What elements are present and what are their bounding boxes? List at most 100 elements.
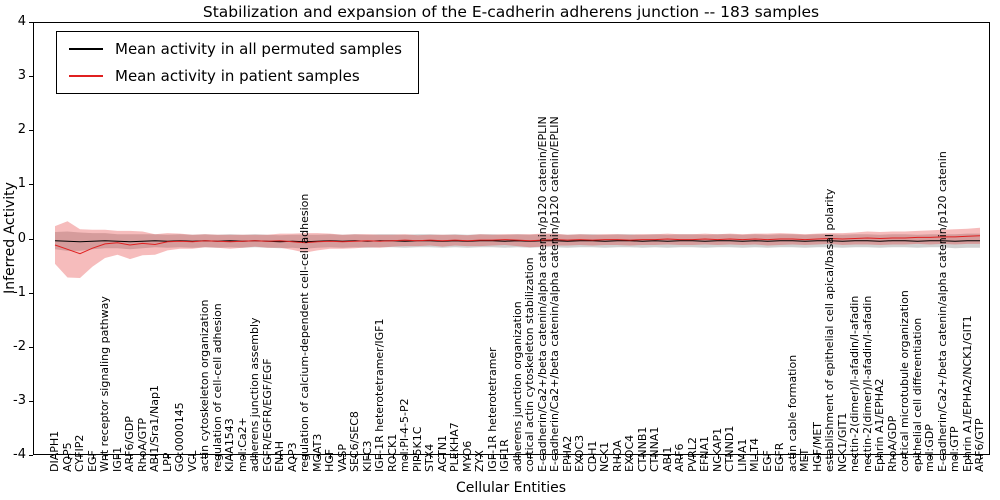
x-tick-mark	[130, 455, 131, 459]
x-tick-label: MET	[798, 448, 811, 472]
x-tick-mark	[442, 455, 444, 459]
x-tick-mark	[405, 455, 406, 459]
y-tick-mark	[29, 400, 33, 402]
x-tick-label: Ephrin A1/EPHA2	[873, 378, 886, 472]
y-tick-mark	[29, 455, 33, 456]
x-tick-label: nectin-2(dimer)/I-afadin/I-afadin	[860, 295, 874, 472]
x-tick-mark	[905, 455, 906, 459]
x-tick-label: HGF	[323, 448, 336, 472]
x-tick-mark	[642, 455, 644, 459]
x-tick-mark	[792, 455, 794, 459]
y-axis-title: Inferred Activity	[2, 182, 18, 294]
x-tick-mark	[292, 455, 294, 459]
x-tick-label: ARF6	[673, 443, 686, 473]
x-tick-mark	[930, 455, 931, 459]
x-tick-mark	[730, 455, 731, 459]
x-tick-mark	[455, 455, 456, 459]
x-tick-mark	[317, 455, 319, 459]
legend-item-permuted: Mean activity in all permuted samples	[69, 40, 402, 58]
y-tick-label: -1	[13, 284, 26, 300]
x-tick-label: nectin-2(dimer)/I-afadin/I-afadin	[848, 295, 861, 472]
x-tick-label: DIAPH1	[48, 430, 61, 472]
y-tick-label: 0	[17, 230, 26, 246]
x-tick-mark	[67, 455, 69, 459]
legend: Mean activity in all permuted samples Me…	[56, 31, 419, 94]
x-tick-label: CTNNA1	[648, 426, 661, 472]
x-tick-mark	[380, 455, 381, 459]
x-tick-label: cortical microtubule organization	[898, 290, 911, 472]
x-tick-mark	[867, 455, 869, 459]
x-tick-label: SEC6/SEC8	[348, 411, 361, 472]
x-tick-mark	[505, 455, 506, 459]
x-tick-mark	[230, 455, 231, 459]
x-tick-mark	[142, 455, 144, 459]
x-tick-mark	[680, 455, 681, 459]
x-tick-mark	[105, 455, 106, 459]
y-tick-label: -3	[13, 392, 26, 408]
y-tick-mark	[29, 346, 33, 348]
x-tick-mark	[205, 455, 206, 459]
x-tick-label: adherens junction assembly	[248, 317, 261, 472]
x-tick-label: HGF/MET	[810, 422, 824, 472]
legend-item-patient: Mean activity in patient samples	[69, 67, 402, 85]
x-tick-label: Wnt receptor signaling pathway	[98, 296, 111, 472]
x-tick-label: IGF1R	[498, 439, 511, 472]
x-tick-mark	[492, 455, 494, 459]
x-tick-mark	[780, 455, 781, 459]
x-tick-label: RHOA	[610, 440, 624, 472]
x-tick-mark	[242, 455, 244, 459]
x-tick-label: LIMA1	[735, 438, 749, 472]
x-tick-label: EPHA2	[560, 435, 574, 472]
x-tick-label: establishment of epithelial cell apical/…	[823, 188, 836, 472]
x-tick-label: cortical actin cytoskeleton stabilizatio…	[523, 257, 536, 472]
x-tick-label: E-cadherin/Ca2+/beta catenin/alpha caten…	[935, 151, 949, 472]
x-tick-mark	[980, 455, 981, 459]
x-tick-label: PLEKHA7	[448, 422, 461, 472]
x-tick-mark	[180, 455, 181, 459]
y-tick-label: 4	[17, 14, 26, 29]
x-tick-mark	[742, 455, 744, 459]
x-tick-mark	[530, 455, 531, 459]
x-tick-label: CTNNB1	[635, 426, 649, 472]
x-tick-mark	[155, 455, 156, 459]
y-tick-mark	[29, 76, 33, 78]
x-tick-label: IGF-1R heterotetramer	[485, 347, 499, 472]
x-tick-mark	[280, 455, 281, 459]
x-tick-label: STX4	[423, 443, 436, 472]
x-tick-label: ARF6/GDP	[123, 416, 136, 472]
x-tick-mark	[192, 455, 194, 459]
x-tick-label: IGF-1R heterotetramer/IGF1	[373, 318, 386, 473]
x-tick-label: EGFR/EGFR/EGF/EGF	[260, 358, 274, 472]
x-tick-mark	[342, 455, 344, 459]
legend-label-permuted: Mean activity in all permuted samples	[115, 40, 402, 58]
x-tick-label: IGF1	[110, 446, 124, 472]
legend-swatch	[69, 48, 103, 50]
x-tick-mark	[805, 455, 806, 459]
x-tick-label: VASP	[335, 444, 349, 472]
x-tick-mark	[117, 455, 119, 459]
x-tick-label: CTNND1	[723, 425, 736, 472]
x-tick-mark	[167, 455, 169, 459]
x-tick-mark	[580, 455, 581, 459]
x-tick-mark	[555, 455, 556, 459]
y-tick-mark	[29, 22, 33, 23]
y-tick-mark	[29, 184, 33, 186]
x-tick-label: mol:GDP	[923, 424, 936, 472]
y-tick-label: -4	[13, 447, 26, 462]
x-tick-label: CDH1	[585, 440, 599, 472]
x-tick-label: adherens junction organization	[510, 301, 524, 472]
x-tick-label: PVRL2	[685, 437, 699, 472]
x-tick-label: VCL	[185, 450, 199, 472]
x-tick-label: regulation of calcium-dependent cell-cel…	[298, 193, 311, 472]
x-tick-mark	[667, 455, 669, 459]
x-tick-label: AQP3	[285, 442, 299, 472]
x-tick-label: EXOC3	[573, 434, 586, 472]
x-tick-mark	[892, 455, 894, 459]
x-tick-label: ABI1	[660, 446, 674, 472]
x-tick-label: ACTN1	[435, 435, 449, 472]
x-tick-mark	[80, 455, 81, 459]
y-tick-mark	[29, 292, 33, 294]
x-tick-label: EGFR	[773, 442, 786, 472]
x-tick-mark	[830, 455, 831, 459]
x-tick-mark	[355, 455, 356, 459]
